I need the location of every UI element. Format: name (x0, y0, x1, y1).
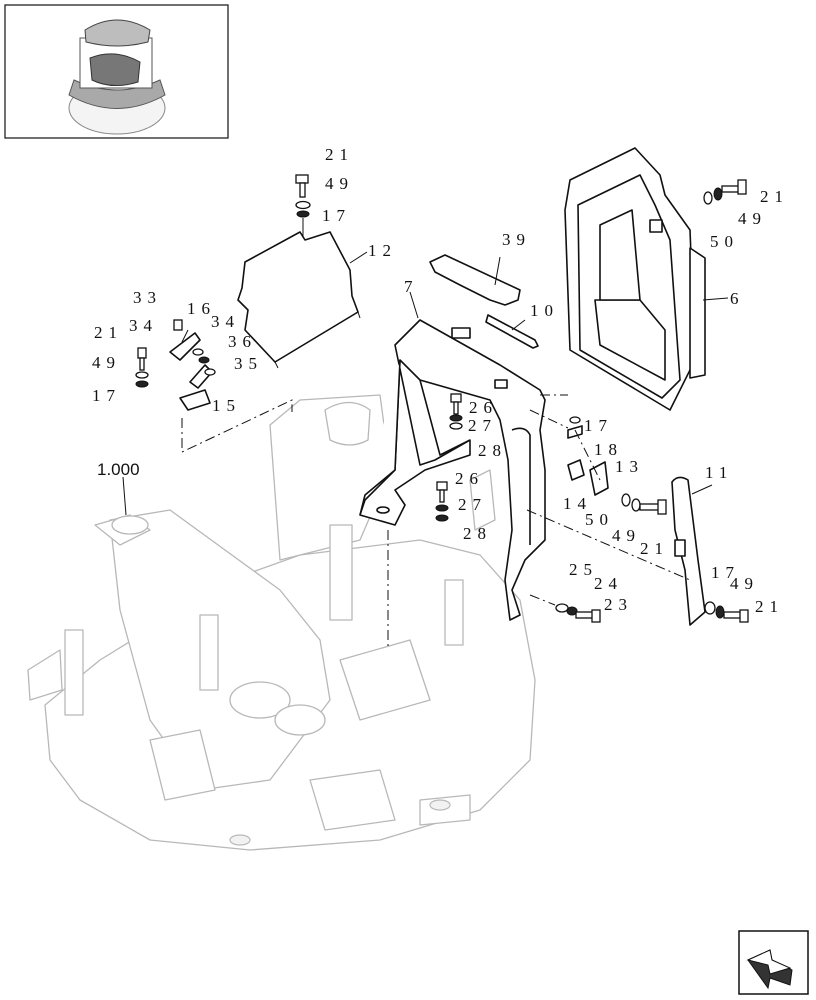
assembly-lines (181, 394, 691, 650)
callout-18: 18 (594, 440, 623, 459)
callout-24: 24 (594, 574, 623, 593)
callout-26: 26 (455, 469, 484, 488)
callout-21: 21 (760, 187, 789, 206)
callout-34: 34 (129, 316, 158, 335)
callout-50: 50 (585, 510, 614, 529)
upper-structure-frame (27, 394, 536, 851)
bracket-11[interactable] (671, 476, 706, 626)
callout-15: 15 (212, 396, 241, 415)
callout-17: 17 (711, 563, 740, 582)
callout-34: 34 (211, 312, 240, 331)
callout-21: 21 (325, 145, 354, 164)
callout-21: 21 (94, 323, 123, 342)
callout-6: 6 (730, 289, 745, 308)
callout-7: 7 (404, 277, 419, 296)
callout-49: 49 (738, 209, 767, 228)
callout-17: 17 (92, 386, 121, 405)
bolt-stack-lower[interactable] (555, 603, 601, 623)
callout-17: 17 (322, 206, 351, 225)
callout-36: 36 (228, 332, 257, 351)
callout-28: 28 (478, 441, 507, 460)
callout-33: 33 (133, 288, 162, 307)
callout-50: 50 (710, 232, 739, 251)
callout-11: 11 (705, 463, 733, 482)
shroud-6[interactable] (564, 147, 706, 411)
callout-27: 27 (468, 416, 497, 435)
callout-21: 21 (755, 597, 784, 616)
callout-25: 25 (569, 560, 598, 579)
callout-14: 14 (563, 494, 592, 513)
callout-49: 49 (92, 353, 121, 372)
callout-10: 10 (530, 301, 559, 320)
callout-49: 49 (325, 174, 354, 193)
latch-cluster-left[interactable] (169, 319, 216, 389)
callout-23: 23 (604, 595, 633, 614)
callout-17: 17 (584, 416, 613, 435)
rod-10[interactable] (485, 314, 539, 349)
callout-28: 28 (463, 524, 492, 543)
bolt-stack-top[interactable] (295, 174, 311, 238)
callout-16: 16 (187, 299, 216, 318)
reference-label: 1.000 (97, 460, 140, 479)
main-frame-7[interactable] (359, 319, 546, 621)
bolt-stack-mid-right[interactable] (621, 493, 667, 515)
bracket-39[interactable] (429, 254, 521, 306)
callout-49: 49 (730, 574, 759, 593)
callout-39: 39 (502, 230, 531, 249)
cover-plate-12[interactable] (237, 231, 361, 369)
callout-12: 12 (368, 241, 397, 260)
callout-49: 49 (612, 526, 641, 545)
bolt-stack-shroud[interactable] (703, 179, 747, 205)
bolt-stack-center-lower[interactable] (435, 481, 449, 522)
bracket-15[interactable] (135, 347, 211, 411)
bolt-stack-center-upper[interactable] (449, 393, 463, 430)
callout-26: 26 (469, 398, 498, 417)
callout-13: 13 (615, 457, 644, 476)
next-page-arrow-icon[interactable] (738, 930, 809, 995)
callout-labels: 21 49 17 12 39 10 7 21 49 50 6 33 34 16 … (92, 145, 789, 616)
latch-cluster-right[interactable] (567, 416, 609, 496)
callout-27: 27 (458, 495, 487, 514)
bolt-stack-lower-right[interactable] (704, 601, 749, 623)
overview-thumbnail[interactable] (4, 4, 229, 139)
callout-35: 35 (234, 354, 263, 373)
callout-21: 21 (640, 539, 669, 558)
